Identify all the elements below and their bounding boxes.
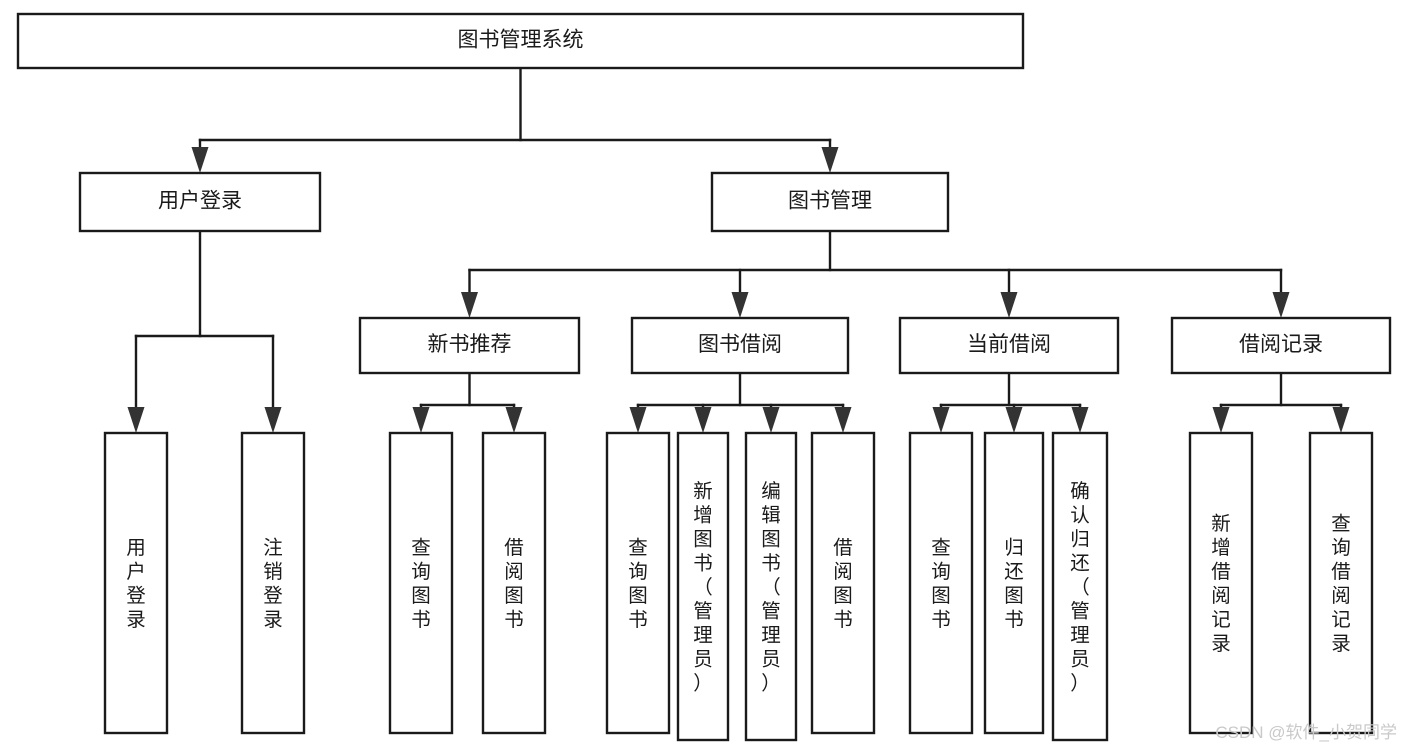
node-current-borrow[interactable]: 当前借阅 xyxy=(898,316,1120,375)
node-box-user-login xyxy=(78,171,322,233)
node-box-leaf-borrow-book-2 xyxy=(810,431,876,735)
node-root[interactable]: 图书管理系统 xyxy=(16,12,1025,70)
node-label-book-borrow: 图书借阅 xyxy=(698,333,782,356)
node-leaf-edit-book[interactable]: 编辑图书（管理员） xyxy=(744,431,798,742)
arrow-head-icon xyxy=(461,292,478,318)
node-box-book-manage xyxy=(710,171,950,233)
node-label-leaf-query-book-3: 查询图书 xyxy=(931,537,951,631)
arrow-head-icon xyxy=(191,147,209,173)
node-box-leaf-confirm-return xyxy=(1051,431,1109,742)
node-label-leaf-borrow-book-2: 借阅图书 xyxy=(833,537,853,631)
arrow-head-icon xyxy=(1071,407,1089,433)
connector-group-user-login xyxy=(127,229,282,433)
node-label-root: 图书管理系统 xyxy=(458,29,584,52)
node-box-leaf-query-book-2 xyxy=(605,431,671,735)
arrow-head-icon xyxy=(694,407,712,433)
connector-group-book-borrow xyxy=(629,371,852,433)
node-label-leaf-query-book-1: 查询图书 xyxy=(411,537,431,631)
node-box-leaf-query-book-3 xyxy=(908,431,974,735)
node-label-leaf-add-book: 新增图书（管理员） xyxy=(693,481,713,695)
node-label-leaf-query-record: 查询借阅记录 xyxy=(1331,513,1351,655)
node-label-leaf-edit-book: 编辑图书（管理员） xyxy=(761,481,781,695)
node-leaf-query-book-1[interactable]: 查询图书 xyxy=(388,431,454,735)
node-box-leaf-add-book xyxy=(676,431,730,742)
node-label-leaf-borrow-book-1: 借阅图书 xyxy=(504,537,524,631)
node-box-leaf-return-book xyxy=(983,431,1045,735)
node-box-leaf-borrow-book-1 xyxy=(481,431,547,735)
arrow-head-icon xyxy=(629,407,647,433)
node-box-leaf-user-login xyxy=(103,431,169,735)
node-box-book-borrow xyxy=(630,316,850,375)
arrow-head-icon xyxy=(1005,407,1023,433)
node-label-borrow-record: 借阅记录 xyxy=(1239,333,1323,356)
arrow-head-icon xyxy=(932,407,950,433)
connector-layer xyxy=(127,66,1350,433)
node-new-book-rec[interactable]: 新书推荐 xyxy=(358,316,581,375)
node-box-leaf-add-record xyxy=(1188,431,1254,735)
node-leaf-query-book-3[interactable]: 查询图书 xyxy=(908,431,974,735)
node-label-leaf-user-login: 用户登录 xyxy=(126,537,146,631)
node-label-leaf-confirm-return: 确认归还（管理员） xyxy=(1070,481,1090,695)
node-box-borrow-record xyxy=(1170,316,1392,375)
node-leaf-query-book-2[interactable]: 查询图书 xyxy=(605,431,671,735)
node-box-leaf-logout xyxy=(240,431,306,735)
arrow-head-icon xyxy=(127,407,145,433)
connector-group-new-book-rec xyxy=(412,371,523,433)
node-label-user-login: 用户登录 xyxy=(158,190,242,213)
node-leaf-borrow-book-1[interactable]: 借阅图书 xyxy=(481,431,547,735)
node-leaf-confirm-return[interactable]: 确认归还（管理员） xyxy=(1051,431,1109,742)
node-leaf-add-book[interactable]: 新增图书（管理员） xyxy=(676,431,730,742)
node-book-borrow[interactable]: 图书借阅 xyxy=(630,316,850,375)
connector-group-root xyxy=(191,66,839,173)
node-box-leaf-query-book-1 xyxy=(388,431,454,735)
arrow-head-icon xyxy=(505,407,523,433)
node-box-new-book-rec xyxy=(358,316,581,375)
node-leaf-user-login[interactable]: 用户登录 xyxy=(103,431,169,735)
node-layer: 图书管理系统用户登录图书管理新书推荐图书借阅当前借阅借阅记录用户登录注销登录查询… xyxy=(16,12,1392,742)
arrow-head-icon xyxy=(264,407,282,433)
node-label-new-book-rec: 新书推荐 xyxy=(428,333,512,356)
arrow-head-icon xyxy=(834,407,852,433)
arrow-head-icon xyxy=(821,147,839,173)
node-label-leaf-add-record: 新增借阅记录 xyxy=(1211,513,1231,655)
connector-group-borrow-record xyxy=(1212,371,1350,433)
node-leaf-borrow-book-2[interactable]: 借阅图书 xyxy=(810,431,876,735)
node-label-current-borrow: 当前借阅 xyxy=(967,333,1051,356)
node-label-leaf-logout: 注销登录 xyxy=(263,537,283,631)
node-leaf-query-record[interactable]: 查询借阅记录 xyxy=(1308,431,1374,735)
node-box-leaf-query-record xyxy=(1308,431,1374,735)
connector-group-book-manage xyxy=(461,229,1290,318)
node-leaf-return-book[interactable]: 归还图书 xyxy=(983,431,1045,735)
node-leaf-logout[interactable]: 注销登录 xyxy=(240,431,306,735)
arrow-head-icon xyxy=(762,407,780,433)
arrow-head-icon xyxy=(1000,292,1018,318)
connector-group-current-borrow xyxy=(932,371,1089,433)
node-book-manage[interactable]: 图书管理 xyxy=(710,171,950,233)
node-label-leaf-return-book: 归还图书 xyxy=(1004,537,1024,631)
node-box-leaf-edit-book xyxy=(744,431,798,742)
arrow-head-icon xyxy=(412,407,430,433)
node-label-book-manage: 图书管理 xyxy=(788,190,872,213)
node-box-root xyxy=(16,12,1025,70)
node-user-login[interactable]: 用户登录 xyxy=(78,171,322,233)
arrow-head-icon xyxy=(731,292,749,318)
node-borrow-record[interactable]: 借阅记录 xyxy=(1170,316,1392,375)
arrow-head-icon xyxy=(1212,407,1230,433)
node-box-current-borrow xyxy=(898,316,1120,375)
node-label-leaf-query-book-2: 查询图书 xyxy=(628,537,648,631)
arrow-head-icon xyxy=(1272,292,1290,318)
arrow-head-icon xyxy=(1332,407,1350,433)
node-leaf-add-record[interactable]: 新增借阅记录 xyxy=(1188,431,1254,735)
